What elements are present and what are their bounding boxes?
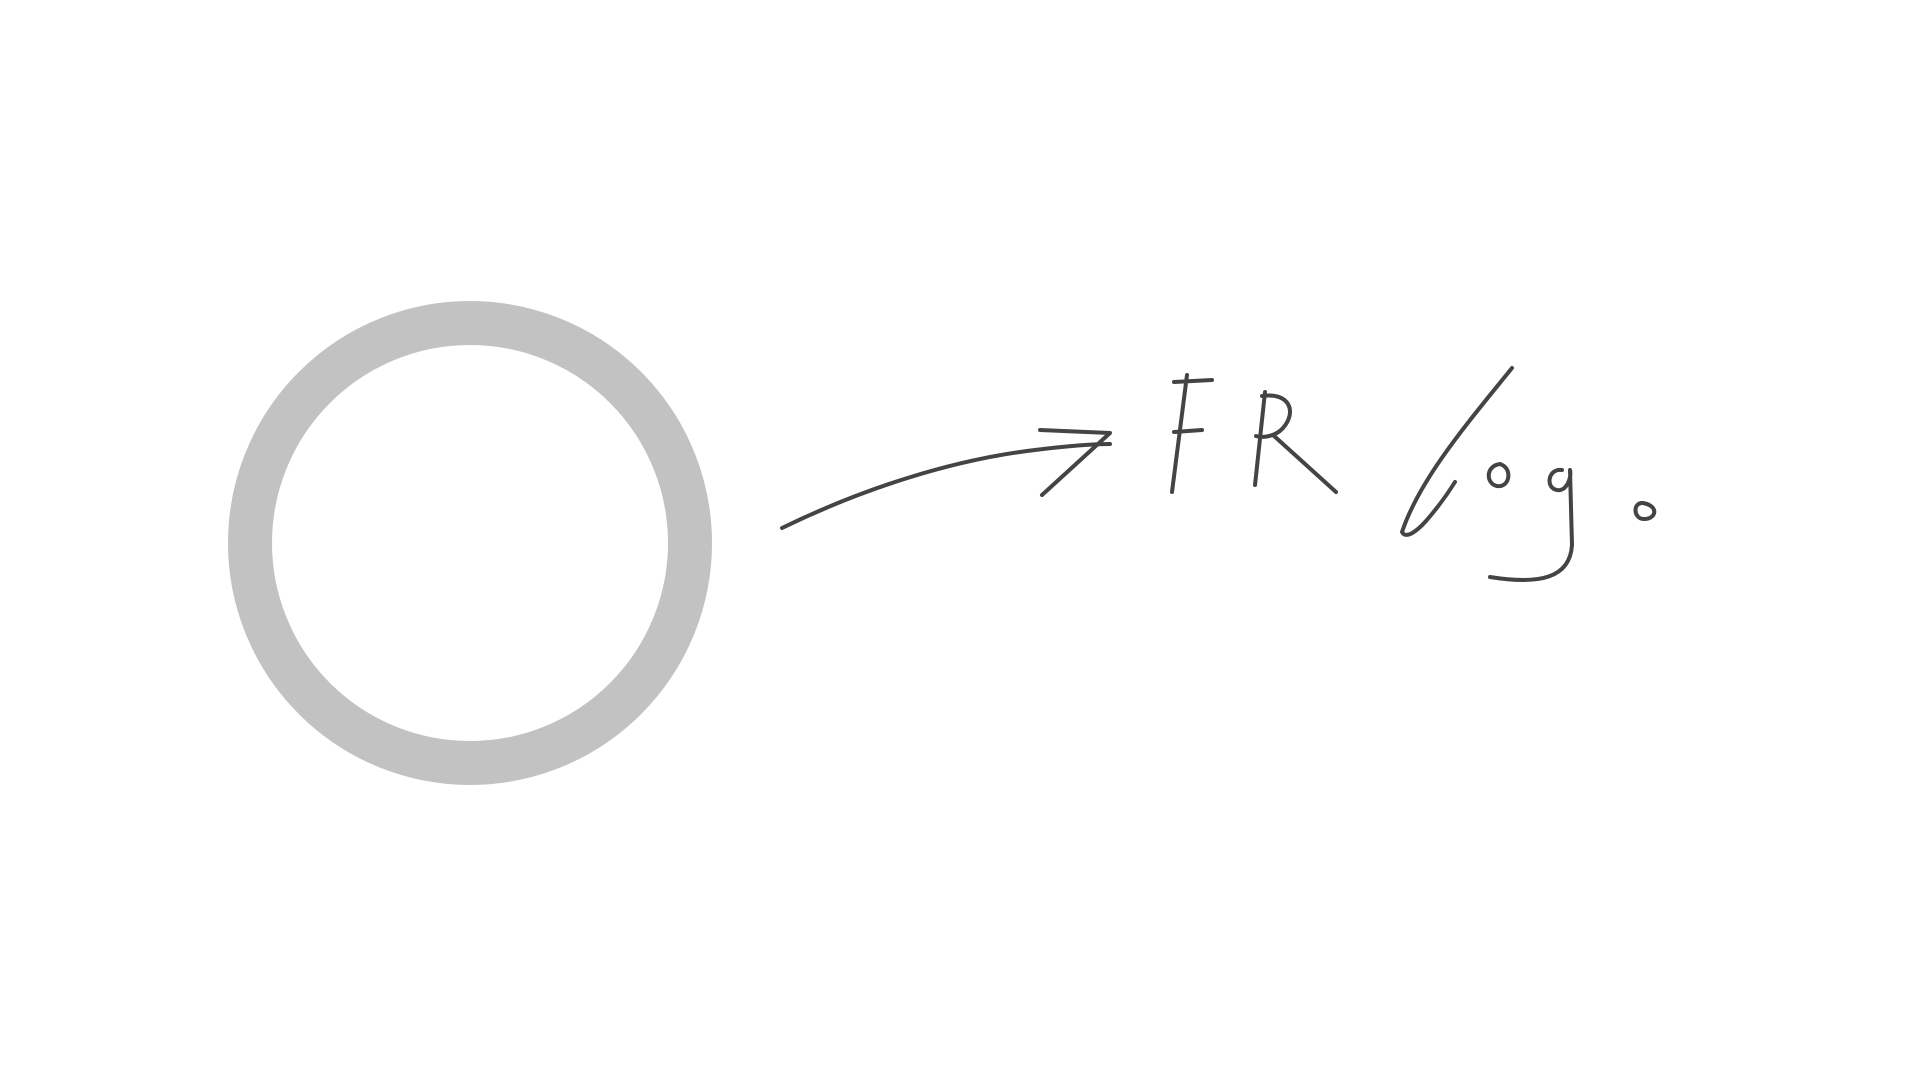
handwritten-letter-g (1488, 467, 1574, 582)
handwritten-letter-o2 (1633, 501, 1657, 521)
logo-placeholder-ring-icon (228, 301, 712, 785)
handwritten-letter-o1 (1486, 462, 1511, 489)
arrow-shaft (780, 442, 1112, 530)
handwritten-label (1170, 366, 1657, 582)
handwritten-letter-r (1253, 390, 1338, 494)
handwritten-letter-l (1400, 366, 1514, 537)
arrow-head (1038, 428, 1112, 497)
arrow-right-icon (780, 428, 1112, 530)
handwritten-letter-f (1170, 373, 1214, 494)
